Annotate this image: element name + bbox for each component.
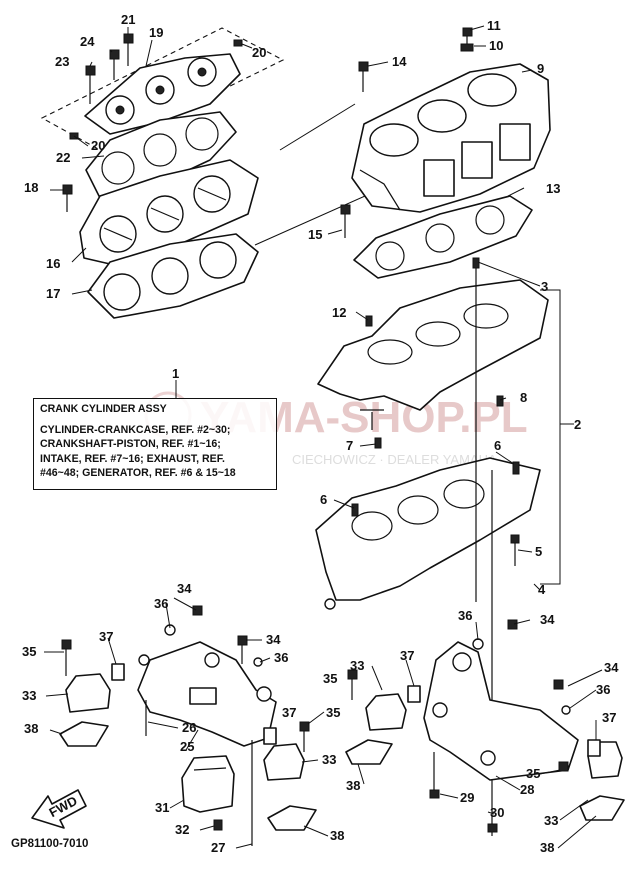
- callout-14: 14: [392, 54, 407, 69]
- callout-33d: 33: [544, 813, 558, 828]
- callout-33a: 33: [22, 688, 36, 703]
- engine-mount-right-28: [423, 641, 579, 781]
- callout-35d: 35: [526, 766, 540, 781]
- callout-10: 10: [489, 38, 503, 53]
- head-cover-19: [84, 53, 241, 135]
- callout-29: 29: [460, 790, 474, 805]
- callout-9: 9: [537, 61, 544, 76]
- callout-35a: 35: [22, 644, 36, 659]
- callout-33c: 33: [350, 658, 364, 673]
- callout-34c: 34: [266, 632, 281, 647]
- callout-16: 16: [46, 256, 60, 271]
- callout-numbers: 21 19 24 23 20 20 22 18 16 17 11 10 14 9…: [22, 12, 619, 855]
- forward-direction-arrow: FWD: [31, 789, 87, 829]
- callout-28: 28: [520, 782, 534, 797]
- callout-36a: 36: [154, 596, 168, 611]
- crankcase-bracket-2: [540, 289, 574, 585]
- callout-33b: 33: [322, 752, 336, 767]
- callout-8: 8: [520, 390, 527, 405]
- callout-34d: 34: [604, 660, 619, 675]
- callout-4: 4: [538, 582, 546, 597]
- upper-crankcase-3: [317, 257, 549, 449]
- callout-20b: 20: [91, 138, 105, 153]
- assembly-line-1: CYLINDER-CRANKCASE, REF. #2~30;: [40, 423, 231, 436]
- callout-32: 32: [175, 822, 189, 837]
- callout-6b: 6: [320, 492, 327, 507]
- callout-35c: 35: [323, 671, 337, 686]
- document-code: GP81100-7010: [11, 838, 89, 850]
- callout-22: 22: [56, 150, 70, 165]
- head-gasket-17: [87, 233, 259, 319]
- callout-7: 7: [346, 438, 353, 453]
- callout-19: 19: [149, 25, 163, 40]
- callout-38a: 38: [24, 721, 38, 736]
- callout-18: 18: [24, 180, 38, 195]
- lower-crankcase-4: [315, 457, 541, 610]
- cylinder-head-16: [79, 159, 259, 265]
- shim-plates-38: [59, 721, 625, 831]
- base-gasket-13: [353, 195, 533, 279]
- callout-17: 17: [46, 286, 60, 301]
- callout-31: 31: [155, 800, 169, 815]
- leader-lines: [44, 25, 603, 849]
- callout-36c: 36: [274, 650, 288, 665]
- callout-30: 30: [490, 805, 504, 820]
- callout-11: 11: [487, 18, 501, 33]
- bolts-cylinder: [340, 27, 474, 238]
- assembly-line-2: CRANKSHAFT-PISTON, REF. #1~16;: [40, 438, 221, 451]
- callout-23: 23: [55, 54, 69, 69]
- rubber-dampers-33: [65, 663, 623, 781]
- callout-20a: 20: [252, 45, 266, 60]
- bolts-lower: [61, 605, 571, 846]
- callout-1: 1: [172, 366, 179, 381]
- callout-27: 27: [211, 840, 225, 855]
- callout-34b: 34: [540, 612, 555, 627]
- watermark-dealer: CIECHOWICZ · DEALER YAMAHA: [292, 452, 497, 467]
- callout-36b: 36: [458, 608, 472, 623]
- callout-24: 24: [80, 34, 95, 49]
- assembly-description-box: CRANK CYLINDER ASSY CYLINDER-CRANKCASE, …: [33, 398, 277, 490]
- callout-6a: 6: [494, 438, 501, 453]
- callout-37b: 37: [282, 705, 296, 720]
- callout-5: 5: [535, 544, 542, 559]
- callout-37c: 37: [400, 648, 414, 663]
- callout-37d: 37: [602, 710, 616, 725]
- assembly-line-3: INTAKE, REF. #7~16; EXHAUST, REF.: [40, 452, 225, 465]
- assembly-heading: CRANK CYLINDER ASSY: [40, 403, 167, 415]
- callout-38d: 38: [540, 840, 554, 855]
- callout-25: 25: [180, 739, 194, 754]
- callout-21: 21: [121, 12, 135, 27]
- callout-3: 3: [541, 279, 548, 294]
- callout-35b: 35: [326, 705, 340, 720]
- rectifier-31: [181, 755, 235, 813]
- callout-12: 12: [332, 305, 346, 320]
- cylinder-head-group-outline: [40, 27, 285, 151]
- callout-34a: 34: [177, 581, 192, 596]
- engine-mount-left-25: [137, 641, 277, 747]
- callout-38c: 38: [330, 828, 344, 843]
- callout-13: 13: [546, 181, 560, 196]
- cylinder-block-9: [351, 63, 551, 213]
- callout-15: 15: [308, 227, 322, 242]
- callout-36d: 36: [596, 682, 610, 697]
- assembly-line-4: #46~48; GENERATOR, REF. #6 & 15~18: [40, 467, 236, 480]
- callout-38b: 38: [346, 778, 360, 793]
- callout-2: 2: [574, 417, 581, 432]
- callout-37a: 37: [99, 629, 113, 644]
- callout-26: 26: [182, 720, 196, 735]
